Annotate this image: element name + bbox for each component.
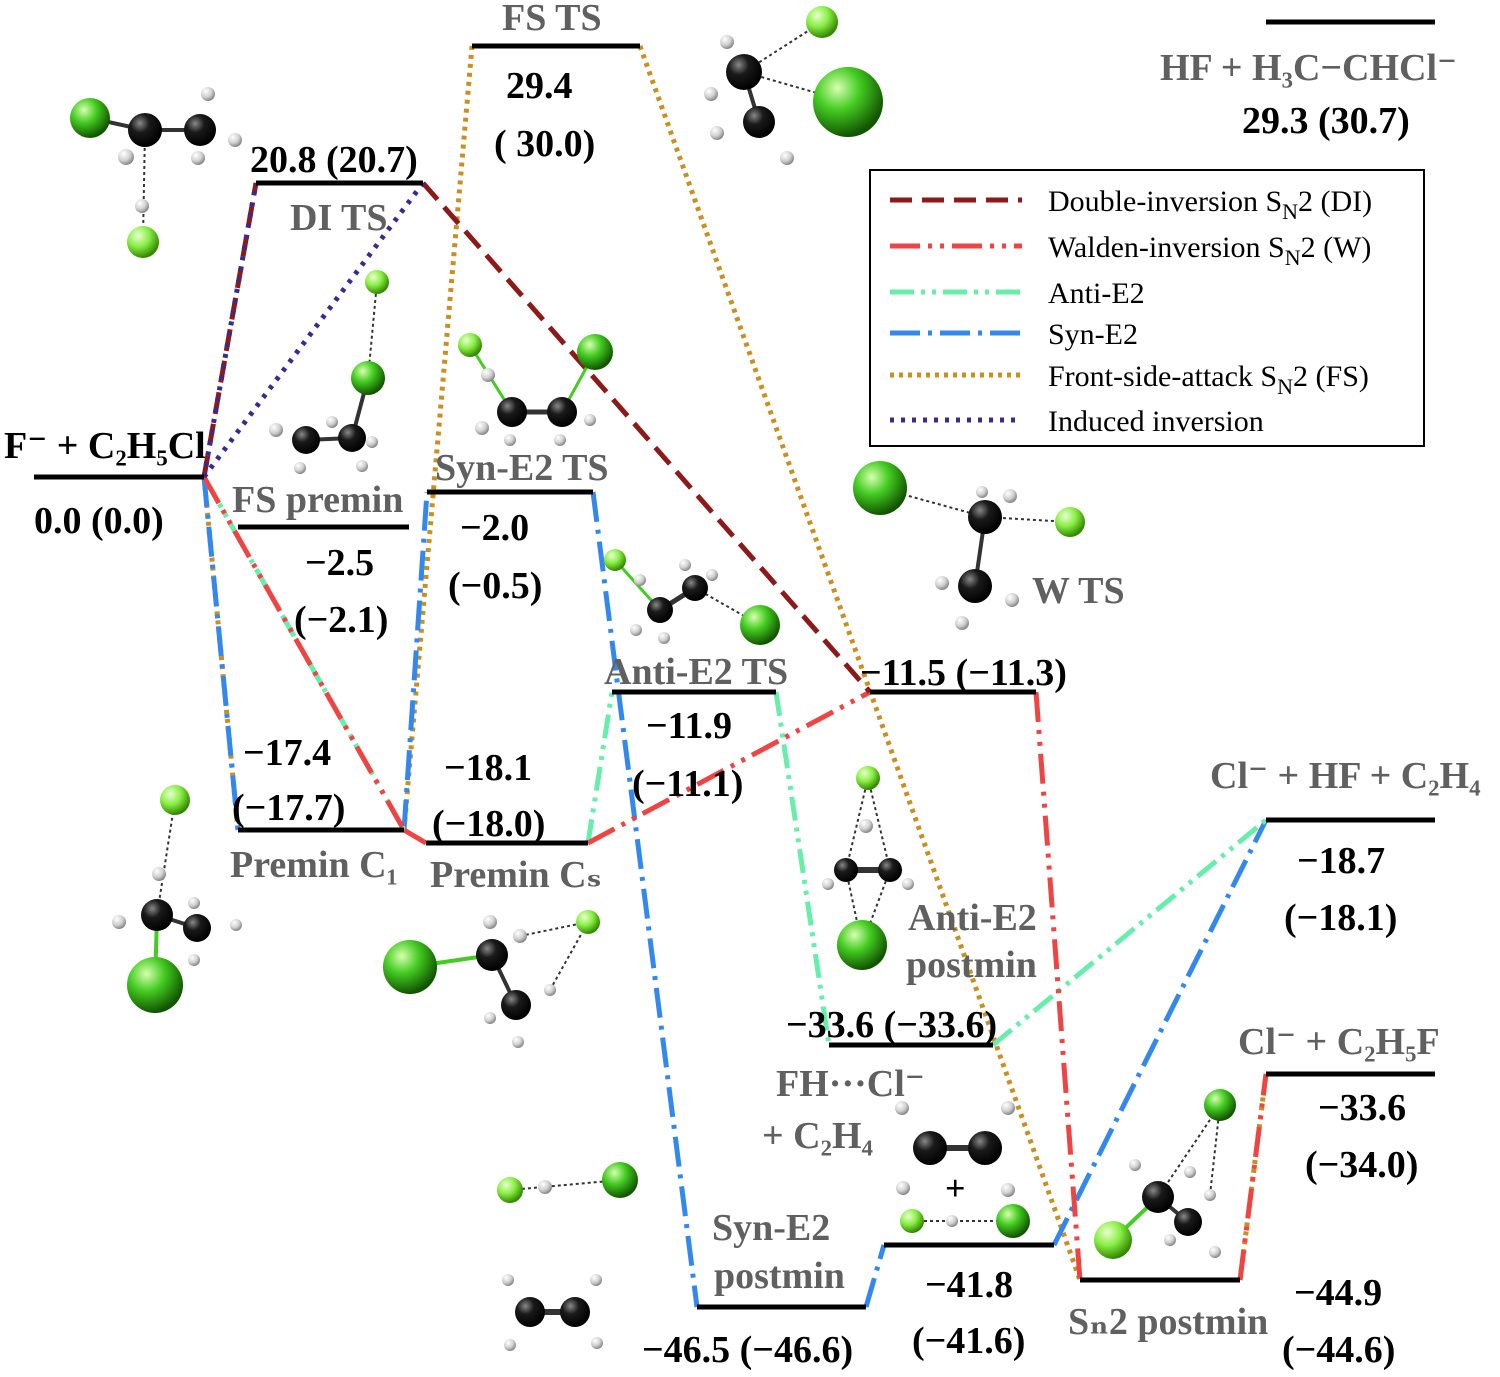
label-anti-e2-ts-name: Anti-E2 TS <box>604 651 788 693</box>
label-di-ts-name: DI TS <box>290 197 388 239</box>
label-di-ts-value: 20.8 (20.7) <box>250 139 418 181</box>
label-cl-hf-c2h4-value1: −18.7 <box>1297 840 1385 882</box>
label-anti-e2-ts-value1: −11.9 <box>646 705 732 747</box>
label-premin-c1-value1: −17.4 <box>243 732 331 774</box>
label-sn2-postmin-value2: (−44.6) <box>1282 1329 1395 1371</box>
molecule-drawings: + <box>70 6 1236 1351</box>
molecule-fh-cl-c2h4: + <box>895 1101 1030 1238</box>
pathway-connectors <box>201 45 1269 1308</box>
label-fh-cl-value1: −41.8 <box>925 1264 1013 1306</box>
label-fh-cl-name2: + C₂H₄ <box>762 1115 874 1157</box>
molecule-premin-c1 <box>112 785 242 1013</box>
label-fs-premin-value2: (−2.1) <box>294 599 388 641</box>
legend-label-syn-e2: Syn-E2 <box>1048 318 1138 351</box>
label-premin-cs-value1: −18.1 <box>444 747 532 789</box>
label-syn-e2-ts-value2: (−0.5) <box>448 565 542 607</box>
label-sn2-postmin-name: Sₙ2 postmin <box>1068 1301 1268 1343</box>
molecule-di-ts <box>70 87 242 258</box>
label-syn-e2-postmin-name2: postmin <box>714 1255 845 1297</box>
label-cl-c2h5f-value1: −33.6 <box>1318 1087 1406 1129</box>
label-fs-ts-value1: 29.4 <box>506 65 573 107</box>
label-fh-cl-name1: FH···Cl⁻ <box>776 1063 925 1105</box>
molecule-w-ts <box>853 461 1085 630</box>
molecule-fs-premin <box>269 270 389 474</box>
label-w-ts-value: −11.5 (−11.3) <box>860 652 1067 694</box>
label-sn2-postmin-value1: −44.9 <box>1294 1272 1382 1314</box>
label-syn-e2-ts-name: Syn-E2 TS <box>435 447 609 489</box>
legend-label-fs: Front-side-attack SN2 (FS) <box>1048 360 1369 399</box>
label-anti-e2-postmin-name1: Anti-E2 <box>908 897 1037 939</box>
legend-box <box>869 169 1425 447</box>
molecule-hf-cl-left <box>497 1162 638 1203</box>
label-fs-premin-value1: −2.5 <box>305 542 374 584</box>
label-fs-ts-value2: ( 30.0) <box>494 123 595 165</box>
label-anti-e2-ts-value2: (−11.1) <box>632 763 743 805</box>
label-cl-hf-c2h4-value2: (−18.1) <box>1284 897 1397 939</box>
molecule-anti-e2-postmin <box>822 766 914 970</box>
label-anti-e2-postmin-value: −33.6 (−33.6) <box>786 1004 997 1046</box>
label-syn-e2-postmin-name1: Syn-E2 <box>712 1207 830 1249</box>
label-reactant-name: F⁻ + C₂H₅Cl <box>4 425 206 467</box>
molecule-fs-ts <box>704 6 883 165</box>
di-pathway <box>201 181 872 694</box>
label-syn-e2-ts-value1: −2.0 <box>460 507 529 549</box>
molecule-c2h4-left <box>502 1274 603 1351</box>
label-hf-product-name: HF + H₃C−CHCl⁻ <box>1160 47 1457 89</box>
legend-label-induced: Induced inversion <box>1048 405 1264 438</box>
label-syn-e2-postmin-value: −46.5 (−46.6) <box>642 1329 853 1371</box>
molecule-sn2-postmin <box>1094 1089 1236 1259</box>
walden-pathway <box>201 475 1269 1281</box>
molecule-premin-cs <box>383 910 600 1048</box>
legend: Double-inversion SN2 (DI) Walden-inversi… <box>869 169 1425 447</box>
fs-pathway <box>201 45 1269 1281</box>
label-fh-cl-value2: (−41.6) <box>912 1320 1025 1362</box>
label-hf-product-value: 29.3 (30.7) <box>1242 100 1410 142</box>
level-labels: F⁻ + C₂H₅Cl 0.0 (0.0) 20.8 (20.7) DI TS … <box>4 0 1481 1371</box>
label-reactant-value: 0.0 (0.0) <box>34 500 164 542</box>
label-cl-c2h5f-name: Cl⁻ + C₂H₅F <box>1238 1021 1440 1063</box>
label-cl-c2h5f-value2: (−34.0) <box>1305 1144 1418 1186</box>
molecule-anti-e2-ts <box>604 549 780 645</box>
legend-label-w: Walden-inversion SN2 (W) <box>1048 231 1371 270</box>
syn-e2-pathway <box>201 476 1269 1308</box>
label-premin-c1-value2: (−17.7) <box>232 787 345 829</box>
plus-sign: + <box>945 1168 966 1208</box>
label-cl-hf-c2h4-name: Cl⁻ + HF + C₂H₄ <box>1210 755 1481 797</box>
label-w-ts-name: W TS <box>1032 570 1125 612</box>
label-premin-c1-name: Premin C₁ <box>230 844 398 886</box>
label-fs-premin-name: FS premin <box>232 479 403 521</box>
label-fs-ts-name: FS TS <box>502 0 602 39</box>
energy-levels <box>34 19 1435 1310</box>
legend-label-anti-e2: Anti-E2 <box>1048 277 1145 310</box>
legend-label-di: Double-inversion SN2 (DI) <box>1048 185 1372 224</box>
molecule-syn-e2-ts <box>458 333 613 446</box>
label-anti-e2-postmin-name2: postmin <box>906 944 1037 986</box>
label-premin-cs-value2: (−18.0) <box>432 803 545 845</box>
label-premin-cs-name: Premin Cₛ <box>430 854 602 896</box>
